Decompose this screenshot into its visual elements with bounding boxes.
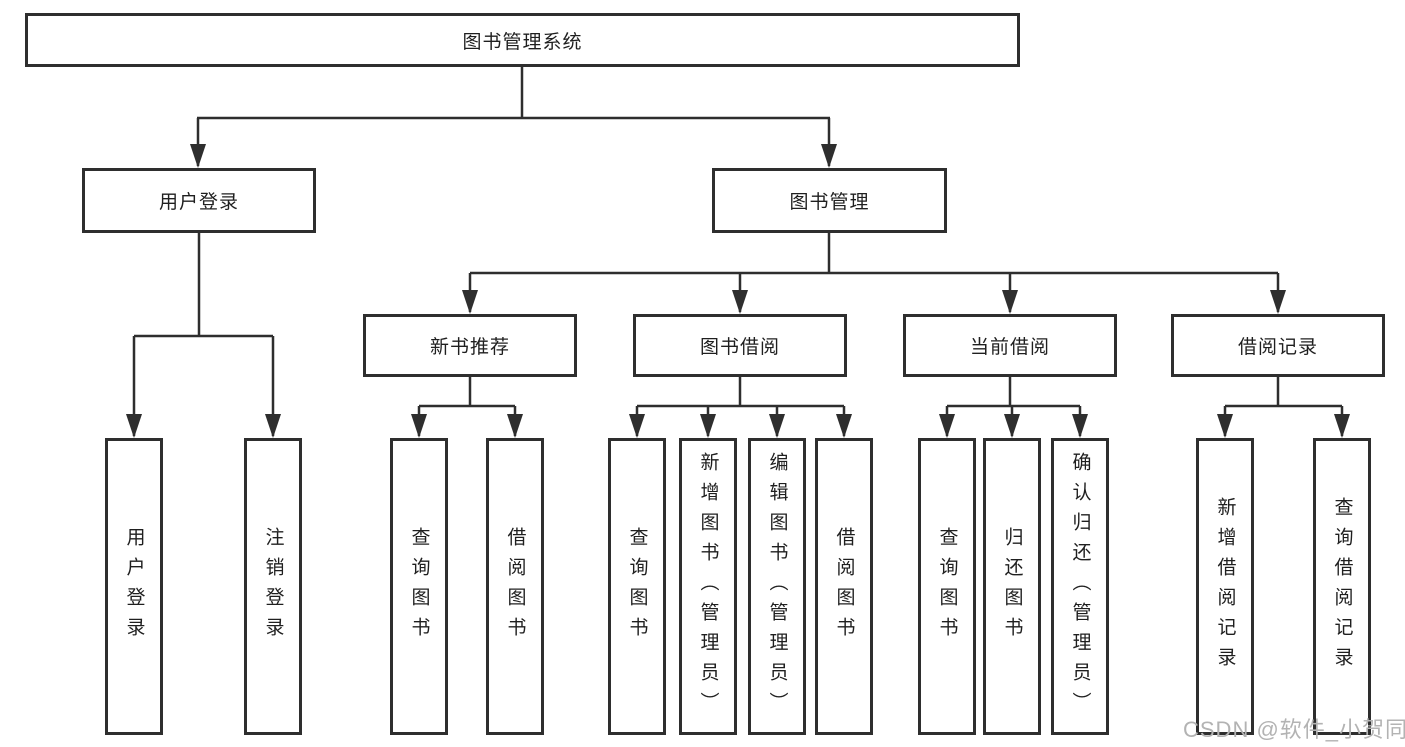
connector-login-to-leaves [126, 233, 281, 438]
node-borrow-edit-books-admin: 编辑图书（管理员） [748, 438, 806, 735]
node-root: 图书管理系统 [25, 13, 1020, 67]
connector-records-to-leaves [1217, 377, 1350, 438]
node-recommend-borrow-books: 借阅图书 [486, 438, 544, 735]
node-borrow-add-books-admin: 新增图书（管理员） [679, 438, 737, 735]
node-records-add-record: 新增借阅记录 [1196, 438, 1254, 735]
node-new-book-recommend: 新书推荐 [363, 314, 577, 377]
node-borrow-records: 借阅记录 [1171, 314, 1385, 377]
node-current-return-books: 归还图书 [983, 438, 1041, 735]
node-recommend-query-books: 查询图书 [390, 438, 448, 735]
node-borrow-query-books: 查询图书 [608, 438, 666, 735]
csdn-watermark: CSDN @软件_小贺同学 [1183, 717, 1405, 742]
node-records-query-record: 查询借阅记录 [1313, 438, 1371, 735]
node-login-user-login: 用户登录 [105, 438, 163, 735]
connector-current-to-leaves [939, 377, 1088, 438]
node-user-login: 用户登录 [82, 168, 316, 233]
connector-borrow-to-leaves [629, 377, 852, 438]
node-login-logout: 注销登录 [244, 438, 302, 735]
node-current-query-books: 查询图书 [918, 438, 976, 735]
node-book-management: 图书管理 [712, 168, 947, 233]
connector-recommend-to-leaves [411, 377, 523, 438]
connector-root-to-level2 [190, 67, 837, 168]
node-current-borrow: 当前借阅 [903, 314, 1117, 377]
node-current-confirm-return-admin: 确认归还（管理员） [1051, 438, 1109, 735]
node-borrow-borrow-books: 借阅图书 [815, 438, 873, 735]
node-book-borrow: 图书借阅 [633, 314, 847, 377]
connector-management-to-level3 [462, 233, 1286, 314]
